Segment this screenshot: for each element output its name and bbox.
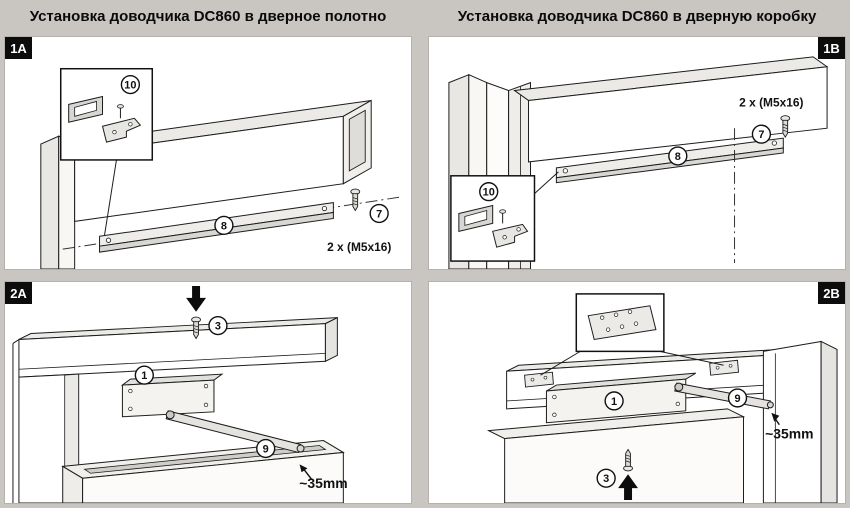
callout-10: 10 [120,74,141,95]
svg-text:~35mm: ~35mm [765,426,813,442]
drawing-1a: 10 8 7 2 x (M5x16) [40,67,404,269]
drawing-1b: 10 8 7 2 x (M5x16) [448,56,829,269]
panel-2a: 3 1 9 ~35mm 2A [4,281,412,504]
panel-2b: 1 9 3 ~35mm 2B [428,281,846,504]
svg-text:8: 8 [675,151,681,163]
callout-10: 10 [479,182,499,202]
svg-text:9: 9 [263,443,269,455]
arrow-up-icon [618,474,638,501]
screw-icon [623,448,633,472]
bracket-detail-inset [450,171,559,262]
screw-icon [350,188,361,212]
panel-label-1b: 1B [818,37,845,59]
callout-9: 9 [727,388,748,408]
svg-text:8: 8 [221,220,227,232]
callout-8: 8 [214,215,234,235]
dimension-35mm: ~35mm [299,464,348,491]
panel-label-2b: 2B [818,282,845,304]
door-frame-jamb [762,340,838,503]
dimension-arrow-icon [299,464,308,473]
svg-text:9: 9 [734,393,740,405]
callout-9: 9 [256,438,276,459]
screw-icon [191,316,201,340]
small-screw-icon [117,104,124,109]
center-line [62,196,404,250]
panel-label-1a: 1A [5,37,32,59]
svg-text:3: 3 [603,473,609,485]
panel-label-2a: 2A [5,282,32,304]
closer-arm [165,410,305,454]
svg-text:10: 10 [124,80,136,92]
screw-spec-note: 2 x (M5x16) [739,95,803,109]
callout-1: 1 [604,391,624,411]
column-title-door-frame: Установка доводчика DC860 в дверную коро… [457,8,817,25]
drawing-2a: 3 1 9 ~35mm [12,285,348,503]
drawing-2b: 1 9 3 ~35mm [486,293,838,503]
door-leaf [486,408,746,503]
panel-1a: 10 8 7 2 x (M5x16) 1A [4,36,412,270]
svg-text:3: 3 [215,321,221,333]
screw-spec-note: 2 x (M5x16) [327,240,391,254]
callout-7: 7 [369,203,389,224]
screw-icon [780,115,791,139]
svg-text:10: 10 [483,187,495,199]
callout-8: 8 [668,146,688,166]
arrow-down-icon [186,285,207,312]
door-frame-header [18,316,338,378]
column-title-door-leaf: Установка доводчика DC860 в дверное поло… [29,8,387,25]
callout-7: 7 [751,124,772,144]
callout-1: 1 [134,365,154,385]
svg-text:1: 1 [141,370,147,382]
small-screw-icon [499,209,507,214]
panel-1b: 10 8 7 2 x (M5x16) 1B [428,36,846,270]
svg-text:7: 7 [758,129,764,141]
svg-text:~35mm: ~35mm [299,475,347,491]
callout-3: 3 [596,468,616,488]
callout-3: 3 [208,315,228,336]
svg-text:1: 1 [611,396,617,408]
svg-text:7: 7 [376,208,382,220]
door-leaf-edge [40,135,76,269]
plate-detail-inset [540,293,724,376]
door-frame-header [513,56,829,163]
